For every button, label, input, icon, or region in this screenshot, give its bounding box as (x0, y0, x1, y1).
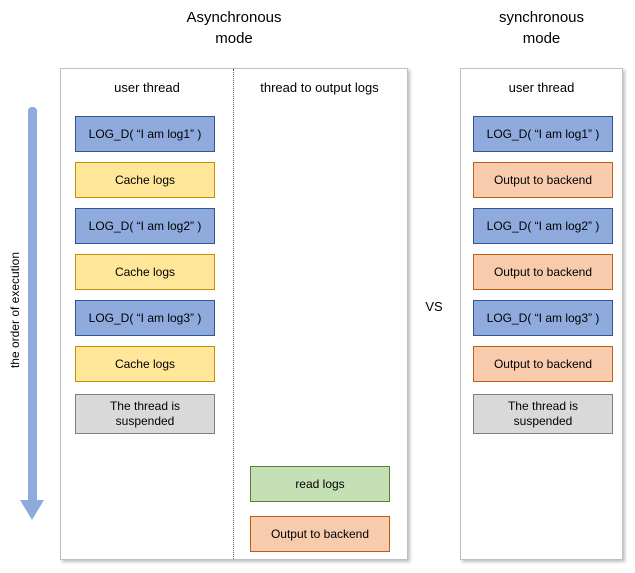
left-output-thread-header: thread to output logs (260, 80, 379, 95)
left-mode-title: Asynchronous mode (60, 7, 408, 49)
read-logs-box: read logs (250, 466, 390, 502)
log-call-box: LOG_D( “I am log3” ) (75, 300, 215, 336)
vs-label: VS (425, 299, 443, 314)
right-mode-title: synchronous mode (460, 7, 623, 49)
output-to-backend-box: Output to backend (473, 346, 613, 382)
thread-divider-dotted-line (233, 69, 234, 559)
right-mode-title-line1: synchronous (498, 9, 585, 26)
execution-order-arrow-shaft (28, 107, 37, 501)
output-to-backend-box: Output to backend (473, 254, 613, 290)
output-to-backend-box: Output to backend (250, 516, 390, 552)
log-call-box: LOG_D( “I am log3” ) (473, 300, 613, 336)
output-to-backend-box: Output to backend (473, 162, 613, 198)
left-mode-title-line1: Asynchronous (186, 9, 282, 26)
log-call-box: LOG_D( “I am log2” ) (473, 208, 613, 244)
execution-order-arrow-head-icon (20, 500, 44, 520)
thread-suspended-box: The thread is suspended (75, 394, 215, 434)
log-call-box: LOG_D( “I am log1” ) (75, 116, 215, 152)
right-mode-title-line2: mode (522, 30, 561, 47)
asynchronous-panel: user thread thread to output logs LOG_D(… (60, 68, 408, 560)
cache-logs-box: Cache logs (75, 254, 215, 290)
log-call-box: LOG_D( “I am log2” ) (75, 208, 215, 244)
synchronous-panel: user thread LOG_D( “I am log1” ) Output … (460, 68, 623, 560)
cache-logs-box: Cache logs (75, 346, 215, 382)
cache-logs-box: Cache logs (75, 162, 215, 198)
left-mode-title-line2: mode (215, 30, 253, 47)
left-user-thread-header: user thread (114, 80, 180, 95)
right-user-thread-header: user thread (508, 80, 575, 95)
log-call-box: LOG_D( “I am log1” ) (473, 116, 613, 152)
thread-suspended-box: The thread is suspended (473, 394, 613, 434)
execution-order-label: the order of execution (8, 251, 22, 369)
